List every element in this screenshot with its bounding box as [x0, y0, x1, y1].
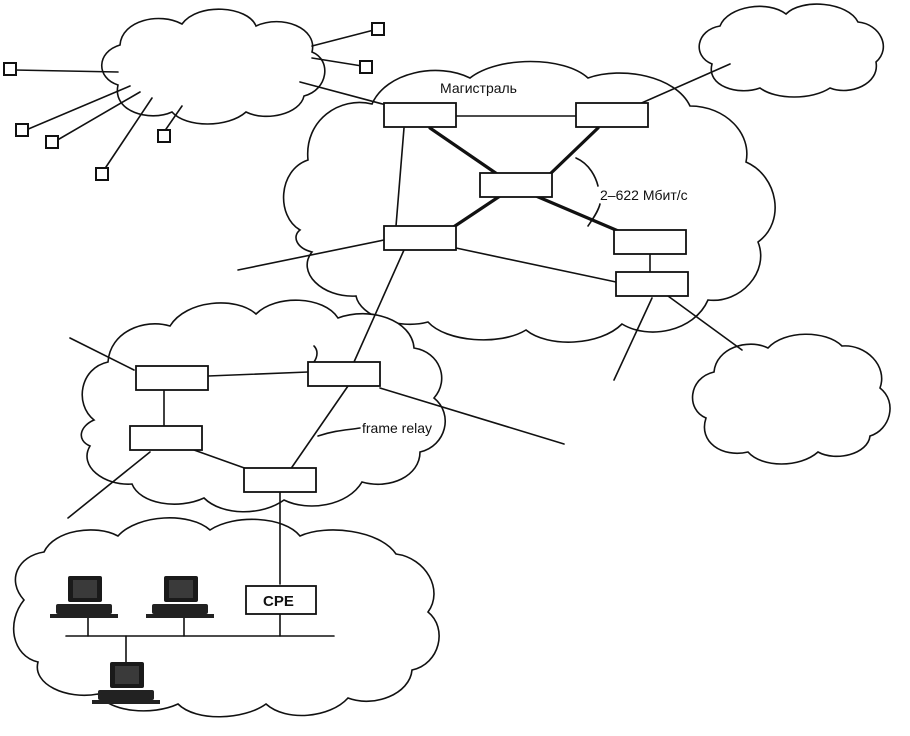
- terminal-3: [3, 62, 17, 76]
- speed-leader-2: [587, 203, 601, 227]
- label-backbone: Магистраль: [440, 80, 517, 96]
- backbone-switches: [383, 102, 689, 297]
- switch-backbone-top-right: [575, 102, 649, 128]
- switch-backbone-left: [383, 225, 457, 251]
- top-left-terminal-links: [13, 29, 375, 171]
- switch-backbone-right: [613, 229, 687, 255]
- terminal-2: [359, 60, 373, 74]
- switch-fr-left: [129, 425, 203, 451]
- switch-backbone-bottom-right: [615, 271, 689, 297]
- frame-relay-leader: [317, 427, 361, 437]
- lan-bus: [65, 613, 335, 663]
- remote-terminals: [3, 22, 385, 181]
- terminal-1: [371, 22, 385, 36]
- cloud-bottom-right: [691, 333, 891, 465]
- terminal-6: [95, 167, 109, 181]
- label-cpe: CPE: [263, 593, 294, 610]
- speed-leader: [575, 157, 599, 187]
- switch-fr-bottom: [243, 467, 317, 493]
- switch-fr-top-left: [135, 365, 209, 391]
- frame-relay-switches: [129, 361, 381, 493]
- terminal-5: [45, 135, 59, 149]
- label-frame-relay: frame relay: [362, 420, 432, 436]
- cloud-top-left: [101, 8, 326, 125]
- frame-relay-hook: [313, 345, 318, 363]
- frame-relay-links: [67, 337, 565, 519]
- cloud-frame-relay: [80, 299, 446, 513]
- computer-1: [50, 576, 118, 618]
- label-speed: 2–622 Мбит/с: [600, 187, 688, 203]
- cloud-top-right: [698, 3, 885, 98]
- cpe-box: [245, 585, 317, 615]
- computer-3: [92, 662, 160, 704]
- switch-backbone-center: [479, 172, 553, 198]
- switch-fr-top-right: [307, 361, 381, 387]
- link-backbone-to-frame-relay: [353, 249, 405, 363]
- computer-2: [146, 576, 214, 618]
- terminal-4: [15, 123, 29, 137]
- switch-backbone-top-left: [383, 102, 457, 128]
- terminal-7: [157, 129, 171, 143]
- cloud-backbone: [282, 60, 776, 343]
